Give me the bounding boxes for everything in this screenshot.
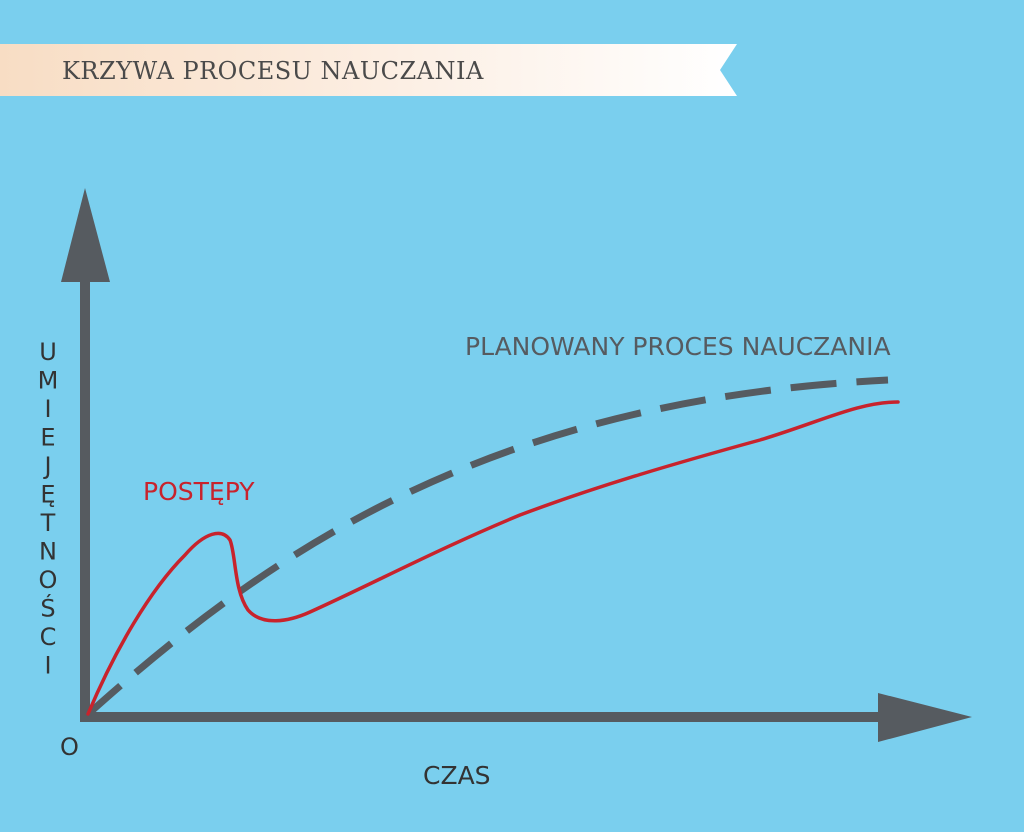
y-axis-label-letter: U bbox=[39, 338, 57, 366]
y-axis-label-letter: O bbox=[39, 566, 58, 594]
y-axis-label-letter: Ś bbox=[40, 593, 55, 623]
y-axis-label-letter: I bbox=[44, 395, 51, 423]
y-axis-arrow bbox=[61, 188, 110, 282]
y-axis-label-letter: T bbox=[40, 509, 56, 537]
y-axis-label-letter: J bbox=[42, 452, 51, 480]
page-title: KRZYWA PROCESU NAUCZANIA bbox=[62, 57, 484, 85]
x-axis-arrow bbox=[878, 693, 972, 742]
origin-label: O bbox=[60, 733, 79, 761]
y-axis-label-letter: C bbox=[40, 623, 57, 651]
planned-curve-label: PLANOWANY PROCES NAUCZANIA bbox=[465, 332, 891, 361]
axes bbox=[61, 188, 972, 742]
y-axis-label-letter: E bbox=[40, 424, 55, 452]
planned-curve bbox=[83, 376, 889, 719]
y-axis-label-letter: N bbox=[39, 538, 57, 566]
actual-progress-label: POSTĘPY bbox=[143, 477, 255, 506]
y-axis-label-letter: Ę bbox=[40, 481, 55, 509]
y-axis-line bbox=[80, 270, 90, 722]
y-axis-label-letter: M bbox=[38, 367, 59, 395]
y-axis-label-letter: I bbox=[44, 652, 51, 680]
x-axis-line bbox=[80, 712, 886, 722]
banner-ribbon bbox=[0, 44, 737, 96]
title-banner: KRZYWA PROCESU NAUCZANIA bbox=[0, 44, 737, 96]
actual-progress-curve bbox=[86, 400, 900, 716]
x-axis-label: CZAS bbox=[423, 761, 491, 790]
